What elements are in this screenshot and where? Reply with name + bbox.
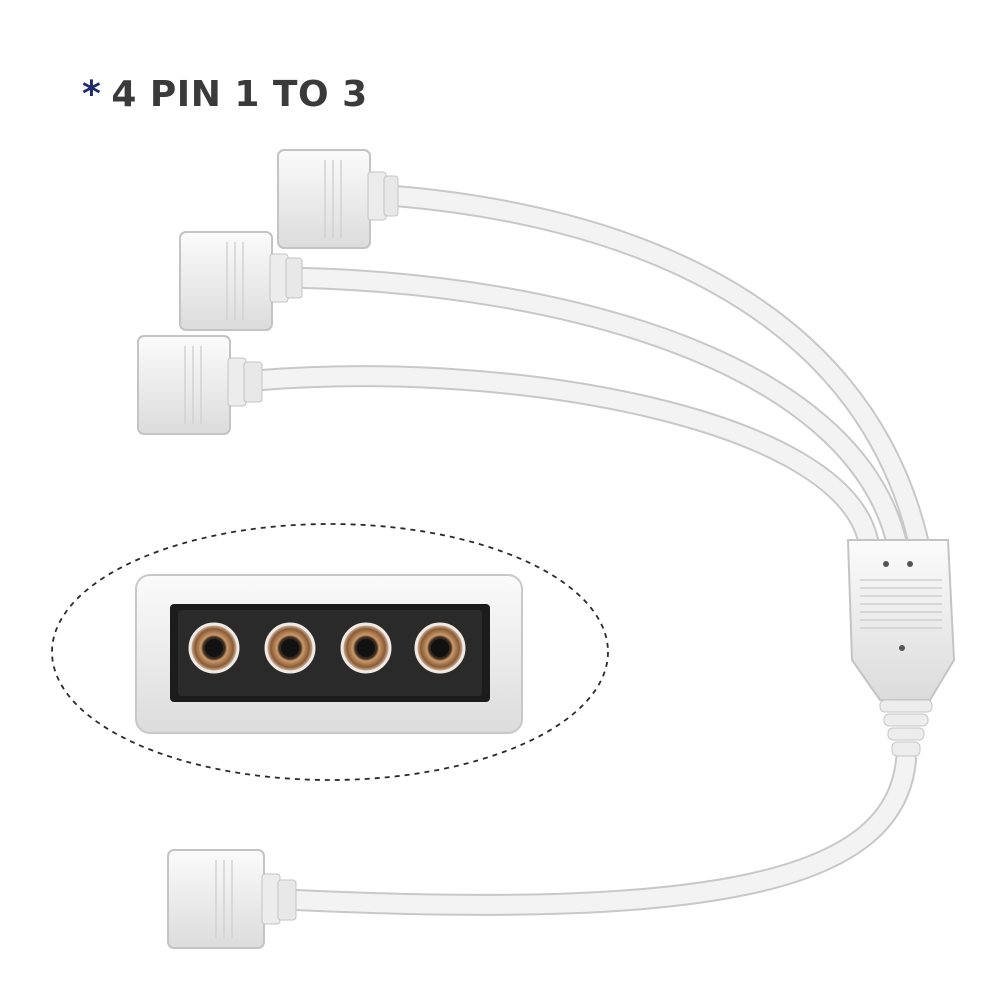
plug-connector-middle — [179, 231, 303, 331]
pin-holes — [188, 622, 466, 674]
plug-connector-lower — [137, 335, 263, 435]
plug-connector-top — [277, 149, 399, 249]
title-text: 4 PIN 1 TO 3 — [111, 74, 368, 115]
cables — [251, 185, 929, 916]
plug-connector-input — [167, 849, 297, 949]
connector-face-closeup — [135, 574, 523, 734]
callout-ellipse — [51, 523, 609, 781]
splitter-body — [846, 539, 956, 757]
asterisk-marker: * — [82, 74, 102, 115]
product-title: *4 PIN 1 TO 3 — [82, 74, 368, 115]
